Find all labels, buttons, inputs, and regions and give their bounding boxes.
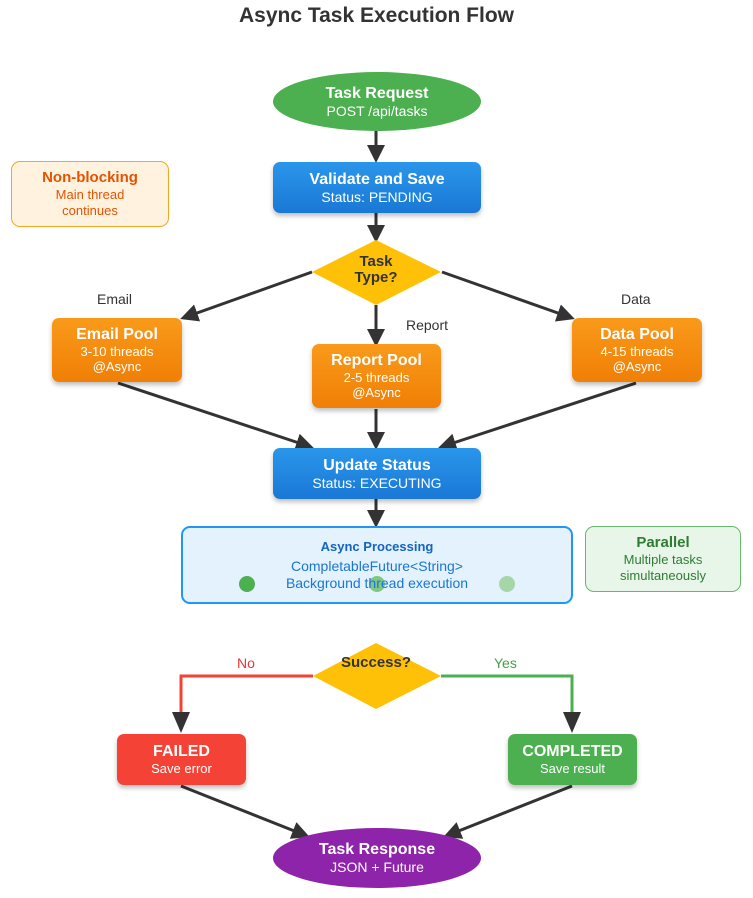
- failed-title: FAILED: [153, 743, 210, 760]
- failed-node: FAILED Save error: [117, 734, 246, 785]
- edge-type-to-data: [441, 270, 575, 322]
- email-pool-title: Email Pool: [76, 326, 158, 343]
- async-processing-title: Async Processing: [320, 539, 434, 554]
- task-type-line1: Task: [359, 253, 393, 270]
- task-request-node: Task Request POST /api/tasks: [273, 72, 481, 131]
- edge-type-to-email: [180, 270, 313, 322]
- data-pool-title: Data Pool: [600, 326, 674, 343]
- completed-title: COMPLETED: [522, 743, 623, 760]
- email-pool-node: Email Pool 3-10 threads @Async: [52, 318, 182, 382]
- completed-node: COMPLETED Save result: [508, 734, 637, 785]
- report-pool-title: Report Pool: [331, 352, 422, 369]
- arrowhead-yes: [563, 712, 581, 733]
- report-pool-threads: 2-5 threads: [343, 370, 410, 385]
- arrowhead-no: [172, 712, 190, 733]
- data-pool-threads: 4-15 threads: [600, 344, 674, 359]
- progress-dot-3: [499, 576, 515, 592]
- parallel-line1: Multiple tasks: [623, 552, 703, 567]
- task-type-label: Task Type?: [326, 254, 426, 286]
- failed-subtitle: Save error: [151, 761, 212, 776]
- edge-data-to-update: [438, 381, 637, 451]
- diagram-title: Async Task Execution Flow: [238, 4, 515, 27]
- edge-email-to-update: [117, 381, 314, 451]
- data-pool-node: Data Pool 4-15 threads @Async: [572, 318, 702, 382]
- parallel-note: Parallel Multiple tasks simultaneously: [585, 526, 741, 592]
- non-blocking-line1: Main thread: [55, 187, 125, 202]
- validate-node: Validate and Save Status: PENDING: [273, 162, 481, 213]
- update-status-subtitle: Status: EXECUTING: [312, 474, 442, 491]
- task-request-title: Task Request: [325, 84, 429, 102]
- email-pool-annotation: @Async: [92, 359, 142, 374]
- edge-success-no: [179, 674, 313, 716]
- data-edge-label: Data: [621, 291, 651, 307]
- edge-success-yes: [441, 674, 574, 716]
- email-pool-threads: 3-10 threads: [80, 344, 154, 359]
- parallel-line2: simultaneously: [620, 568, 706, 583]
- validate-title: Validate and Save: [309, 170, 445, 188]
- report-pool-annotation: @Async: [352, 385, 401, 400]
- completed-subtitle: Save result: [539, 761, 606, 776]
- report-edge-label: Report: [406, 317, 449, 333]
- progress-dot-2: [369, 576, 385, 592]
- yes-edge-label: Yes: [494, 655, 517, 671]
- email-edge-label: Email: [97, 291, 133, 307]
- success-diamond: [313, 643, 441, 709]
- task-response-subtitle: JSON + Future: [330, 859, 424, 875]
- update-status-title: Update Status: [323, 456, 431, 474]
- edge-failed-to-response: [180, 784, 310, 839]
- task-request-subtitle: POST /api/tasks: [326, 102, 428, 119]
- task-response-node: Task Response JSON + Future: [273, 828, 481, 888]
- no-edge-label: No: [237, 655, 255, 671]
- progress-dot-1: [239, 576, 255, 592]
- task-response-title: Task Response: [318, 841, 436, 858]
- non-blocking-line2: continues: [62, 203, 118, 218]
- report-pool-node: Report Pool 2-5 threads @Async: [312, 344, 441, 408]
- edge-completed-to-response: [443, 784, 573, 839]
- update-status-node: Update Status Status: EXECUTING: [273, 448, 481, 499]
- async-processing-line1: CompletableFuture<String>: [291, 558, 463, 574]
- non-blocking-note: Non-blocking Main thread continues: [11, 161, 169, 227]
- success-label: Success?: [340, 654, 412, 671]
- data-pool-annotation: @Async: [612, 359, 662, 374]
- parallel-title: Parallel: [636, 534, 690, 551]
- task-type-line2: Type?: [354, 269, 398, 286]
- validate-subtitle: Status: PENDING: [321, 188, 433, 205]
- async-processing-line2: Background thread execution: [285, 575, 469, 591]
- non-blocking-title: Non-blocking: [42, 169, 138, 186]
- task-type-diamond: [312, 240, 441, 305]
